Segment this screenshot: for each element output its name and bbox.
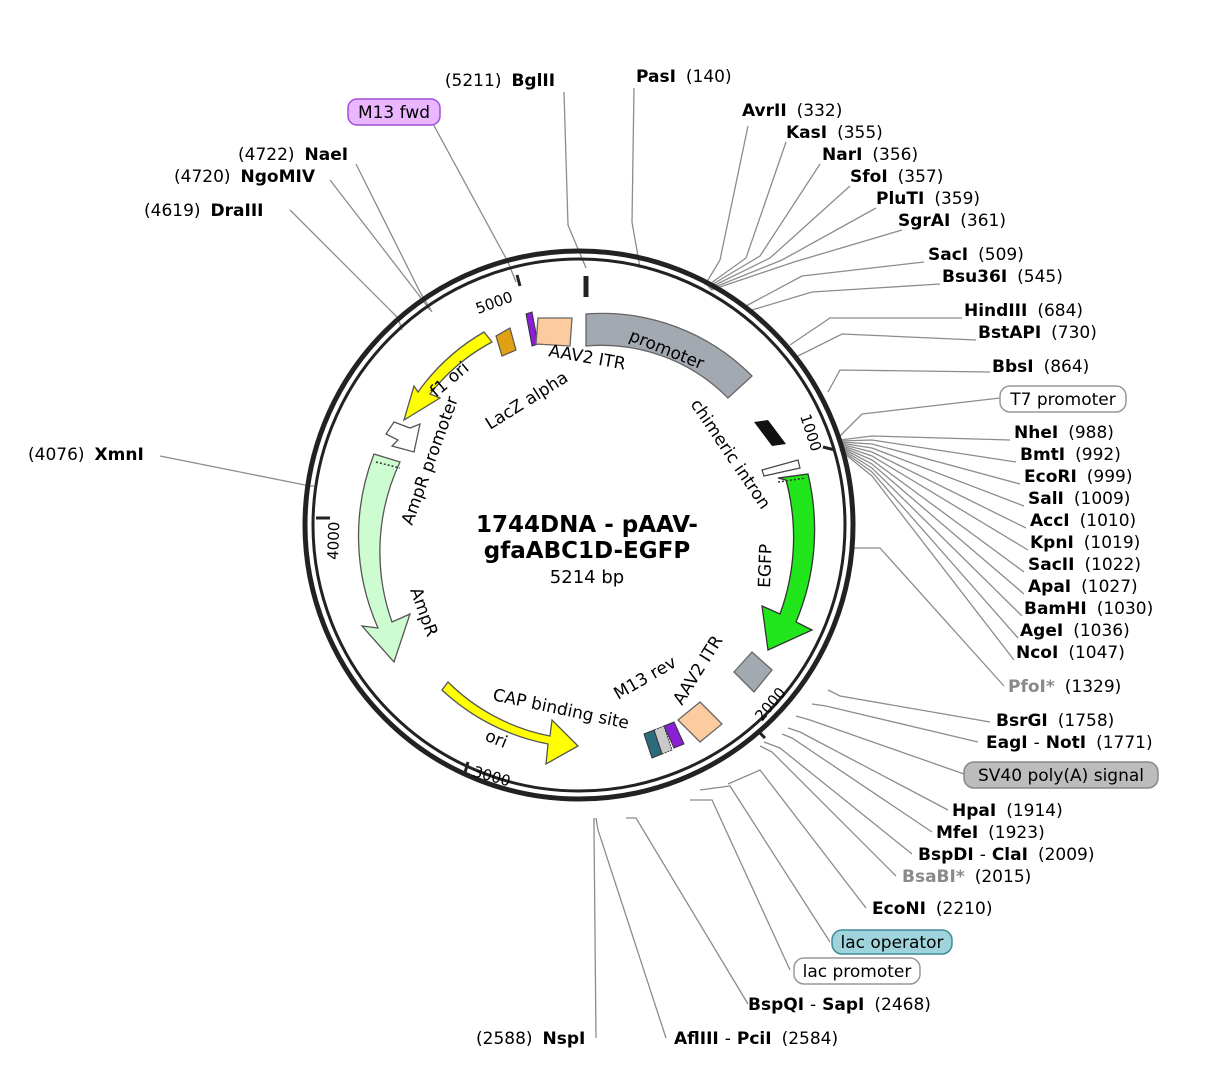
site-hindiii[interactable]: HindIII(684) xyxy=(964,301,1083,321)
site-bamhi[interactable]: BamHI(1030) xyxy=(1024,599,1153,619)
f1-ori-feature[interactable] xyxy=(402,331,493,422)
site-bsrgi[interactable]: BsrGI(1758) xyxy=(996,711,1114,731)
plasmid-name-line2: gfaABC1D-EGFP xyxy=(484,538,690,564)
site-eagi-noti[interactable]: EagI-NotI(1771) xyxy=(986,733,1153,753)
site-agei[interactable]: AgeI(1036) xyxy=(1020,621,1130,641)
ori-feature[interactable] xyxy=(441,681,580,766)
plasmid-length: 5214 bp xyxy=(550,567,624,588)
cap-bar xyxy=(643,729,663,759)
leader-lines xyxy=(159,87,1029,1039)
site-bglii[interactable]: (5211)BglII xyxy=(445,71,555,91)
badge-sv40-polya[interactable]: SV40 poly(A) signal xyxy=(963,761,1159,789)
promoter-feature[interactable] xyxy=(585,312,753,399)
site-nhei[interactable]: NheI(988) xyxy=(1014,423,1114,443)
site-nspi[interactable]: (2588)NspI xyxy=(476,1029,585,1049)
tick-label-1000: 1000 xyxy=(796,412,825,454)
tick-label-5000: 5000 xyxy=(473,288,515,318)
site-bmti[interactable]: BmtI(992) xyxy=(1020,445,1121,465)
site-ecori[interactable]: EcoRI(999) xyxy=(1024,467,1133,487)
svg-text:T7 promoter: T7 promoter xyxy=(1009,390,1116,410)
egfp-label: EGFP xyxy=(755,544,777,589)
lacz-alpha-label: LacZ alpha xyxy=(482,368,572,434)
site-sfoi[interactable]: SfoI(357) xyxy=(850,167,943,187)
site-kpni[interactable]: KpnI(1019) xyxy=(1030,533,1140,553)
site-pluti[interactable]: PluTI(359) xyxy=(876,189,980,209)
tick-label-4000: 4000 xyxy=(324,521,343,560)
chimeric-intron-label: chimeric intron xyxy=(686,396,774,514)
site-apai[interactable]: ApaI(1027) xyxy=(1028,577,1138,597)
site-acci[interactable]: AccI(1010) xyxy=(1030,511,1136,531)
site-saci[interactable]: SacI(509) xyxy=(928,245,1024,265)
svg-text:lac operator: lac operator xyxy=(840,933,943,953)
site-nari[interactable]: NarI(356) xyxy=(822,145,918,165)
svg-text:SV40 poly(A) signal: SV40 poly(A) signal xyxy=(978,766,1144,786)
aav2-itr-bottom-feature[interactable] xyxy=(677,701,723,743)
chimeric-intron-bar xyxy=(754,420,786,446)
site-xmni[interactable]: (4076)XmnI xyxy=(28,445,144,465)
backbone xyxy=(302,248,856,802)
badge-t7-promoter[interactable]: T7 promoter xyxy=(999,385,1127,413)
site-econi[interactable]: EcoNI(2210) xyxy=(872,899,992,919)
site-hpai[interactable]: HpaI(1914) xyxy=(952,801,1063,821)
plasmid-title: 1744DNA - pAAV- gfaABC1D-EGFP 5214 bp xyxy=(476,512,698,588)
badge-lac-promoter[interactable]: lac promoter xyxy=(793,957,921,985)
site-avrii[interactable]: AvrII(332) xyxy=(742,101,842,121)
site-sali[interactable]: SalI(1009) xyxy=(1028,489,1130,509)
site-kasi[interactable]: KasI(355) xyxy=(786,123,883,143)
features xyxy=(357,311,816,766)
aav2-itr-top-feature[interactable] xyxy=(535,317,573,347)
site-mfei[interactable]: MfeI(1923) xyxy=(936,823,1045,843)
svg-text:M13 fwd: M13 fwd xyxy=(358,103,430,123)
ampr-feature[interactable] xyxy=(357,453,412,664)
site-afliii-pcii[interactable]: AflIII-PciI(2584) xyxy=(674,1029,838,1049)
m13-rev-bar xyxy=(663,721,685,749)
site-bspqi-sapi[interactable]: BspQI-SapI(2468) xyxy=(748,995,931,1015)
badge-lac-operator[interactable]: lac operator xyxy=(831,929,953,955)
site-draiii[interactable]: (4619)DraIII xyxy=(144,201,263,221)
site-pfoi[interactable]: PfoI*(1329) xyxy=(1008,677,1121,697)
plasmid-name-line1: 1744DNA - pAAV- xyxy=(476,512,698,538)
site-ngomiv[interactable]: (4720)NgoMIV xyxy=(174,167,316,187)
site-bsu36i[interactable]: Bsu36I(545) xyxy=(942,267,1063,287)
site-sacii[interactable]: SacII(1022) xyxy=(1028,555,1141,575)
site-sgrai[interactable]: SgrAI(361) xyxy=(898,211,1006,231)
badge-m13-fwd[interactable]: M13 fwd xyxy=(347,98,441,126)
site-pasi[interactable]: PasI(140) xyxy=(636,67,732,87)
site-labels: (5211)BglII PasI(140) AvrII(332) KasI(35… xyxy=(28,67,1153,1049)
site-bsabi[interactable]: BsaBI*(2015) xyxy=(902,867,1031,887)
intron-small-box xyxy=(761,459,801,477)
site-bbsi[interactable]: BbsI(864) xyxy=(992,357,1089,377)
site-ncoi[interactable]: NcoI(1047) xyxy=(1016,643,1125,663)
lacz-alpha-feature[interactable] xyxy=(495,327,517,357)
egfp-feature[interactable] xyxy=(761,473,816,651)
site-naei[interactable]: (4722)NaeI xyxy=(238,145,348,165)
site-bstapi[interactable]: BstAPI(730) xyxy=(978,323,1097,343)
svg-text:lac promoter: lac promoter xyxy=(803,962,912,982)
ampr-label: AmpR xyxy=(405,585,441,640)
sv40-polya-box xyxy=(733,651,773,693)
ampr-promoter-feature[interactable] xyxy=(385,421,421,453)
site-bspdi-clai[interactable]: BspDI-ClaI(2009) xyxy=(918,845,1094,865)
